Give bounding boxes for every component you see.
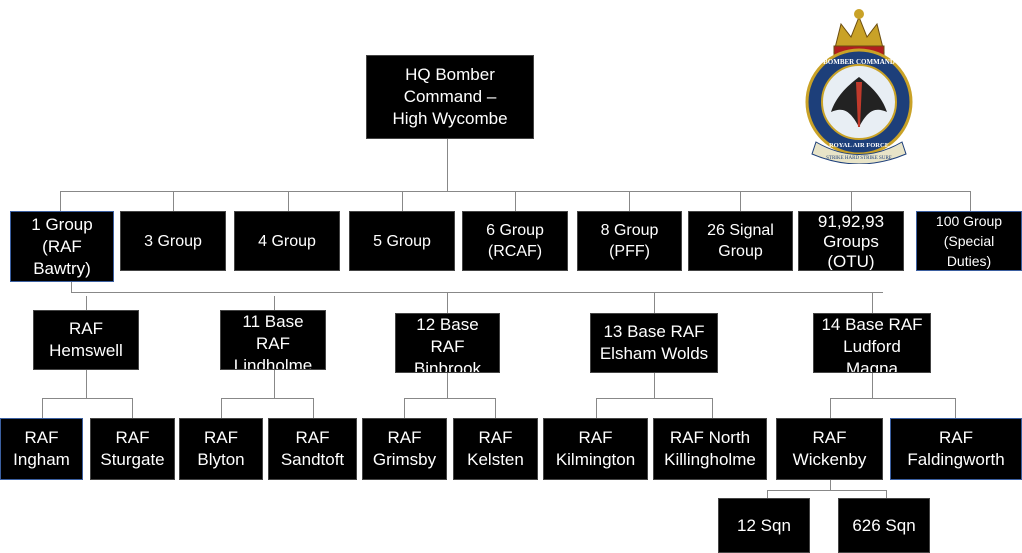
station-box-sturgate: RAF Sturgate xyxy=(90,418,175,480)
svg-text:STRIKE HARD STRIKE SURE: STRIKE HARD STRIKE SURE xyxy=(826,156,892,161)
connector xyxy=(515,191,516,211)
connector xyxy=(447,373,448,398)
group-box-4-group: 4 Group xyxy=(234,211,340,271)
connector xyxy=(654,292,655,313)
connector xyxy=(830,398,955,399)
connector xyxy=(767,490,886,491)
station-box-kelsten: RAF Kelsten xyxy=(453,418,538,480)
connector xyxy=(42,398,43,418)
connector xyxy=(274,370,275,398)
station-box-blyton: RAF Blyton xyxy=(179,418,263,480)
base-box-hemswell: RAF Hemswell xyxy=(33,310,139,370)
base-box-13-base-elsham-wolds: 13 Base RAF Elsham Wolds xyxy=(590,313,718,373)
connector xyxy=(221,398,313,399)
connector xyxy=(495,398,496,418)
group-box-5-group: 5 Group xyxy=(349,211,455,271)
base-box-12-base-binbrook: 12 Base RAF Binbrook xyxy=(395,313,500,373)
connector xyxy=(970,191,971,211)
connector xyxy=(596,398,597,418)
connector xyxy=(86,370,87,398)
connector xyxy=(955,398,956,418)
connector xyxy=(86,296,87,310)
connector xyxy=(629,191,630,211)
connector xyxy=(886,490,887,498)
connector xyxy=(71,292,883,293)
base-box-14-base-ludford-magna: 14 Base RAF Ludford Magna xyxy=(813,313,931,373)
connector xyxy=(173,191,174,211)
station-box-wickenby: RAF Wickenby xyxy=(776,418,883,480)
squadron-box-626-sqn: 626 Sqn xyxy=(838,498,930,553)
connector xyxy=(404,398,495,399)
group-box-8-group: 8 Group (PFF) xyxy=(577,211,682,271)
connector xyxy=(221,398,222,418)
station-box-north-killingholme: RAF North Killingholme xyxy=(653,418,767,480)
connector xyxy=(132,398,133,418)
group-box-1-group: 1 Group (RAF Bawtry) xyxy=(10,211,114,282)
connector xyxy=(740,191,741,211)
connector xyxy=(447,292,448,313)
connector xyxy=(313,398,314,418)
connector xyxy=(402,191,403,211)
connector xyxy=(274,296,275,310)
svg-text:ROYAL AIR FORCE: ROYAL AIR FORCE xyxy=(829,142,889,149)
connector xyxy=(872,373,873,398)
connector xyxy=(851,191,852,211)
connector xyxy=(830,480,831,490)
group-box-26-signal-group: 26 Signal Group xyxy=(688,211,793,271)
connector xyxy=(830,398,831,418)
bomber-command-badge-logo: BOMBER COMMAND ROYAL AIR FORCE STRIKE HA… xyxy=(805,9,913,164)
group-box-6-group: 6 Group (RCAF) xyxy=(462,211,568,271)
station-box-faldingworth: RAF Faldingworth xyxy=(890,418,1022,480)
connector xyxy=(447,139,448,191)
connector xyxy=(596,398,712,399)
connector xyxy=(288,191,289,211)
group-box-otu-groups: 91,92,93 Groups (OTU) xyxy=(798,211,904,271)
base-box-11-base-lindholme: 11 Base RAF Lindholme xyxy=(220,310,326,370)
connector xyxy=(654,373,655,398)
connector xyxy=(872,292,873,313)
station-box-grimsby: RAF Grimsby xyxy=(362,418,447,480)
connector xyxy=(712,398,713,418)
connector xyxy=(71,282,72,292)
station-box-sandtoft: RAF Sandtoft xyxy=(268,418,357,480)
connector xyxy=(767,490,768,498)
connector xyxy=(404,398,405,418)
group-box-3-group: 3 Group xyxy=(120,211,226,271)
svg-text:BOMBER COMMAND: BOMBER COMMAND xyxy=(823,58,895,66)
hq-bomber-command-box: HQ Bomber Command – High Wycombe xyxy=(366,55,534,139)
squadron-box-12-sqn: 12 Sqn xyxy=(718,498,810,553)
station-box-ingham: RAF Ingham xyxy=(0,418,83,480)
connector xyxy=(60,191,61,211)
group-box-100-group: 100 Group (Special Duties) xyxy=(916,211,1022,271)
connector xyxy=(42,398,132,399)
station-box-kilmington: RAF Kilmington xyxy=(543,418,648,480)
